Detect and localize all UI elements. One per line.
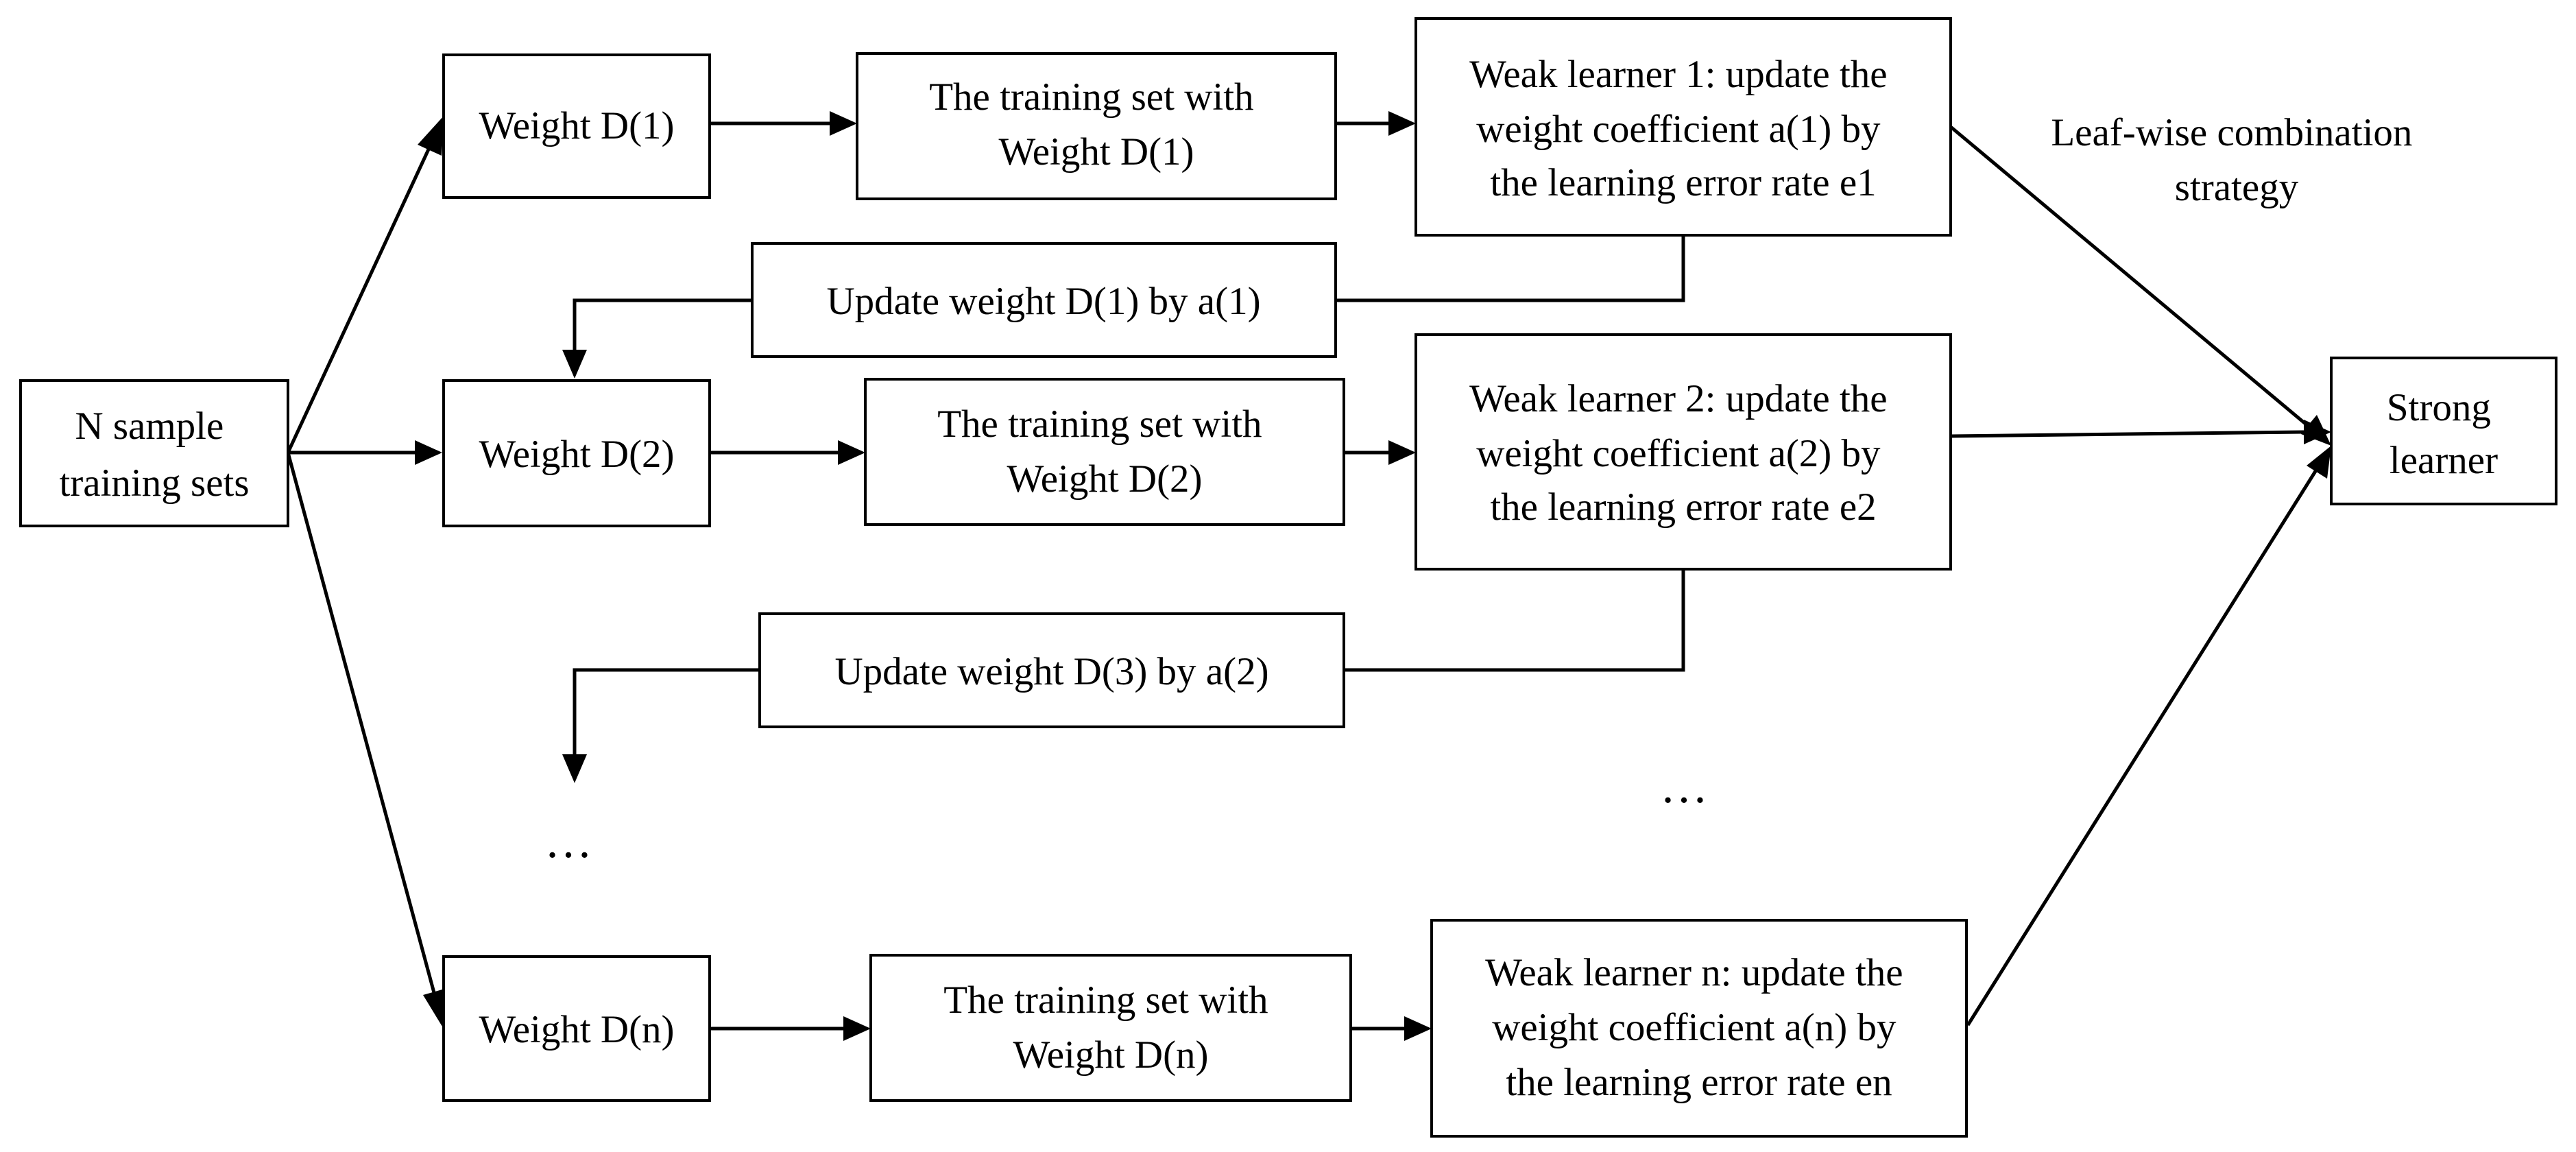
edge-weight-2-to-training-set-2 [710,440,865,465]
edge-weight-n-to-training-set-n [710,1016,871,1041]
weight-node-1-label: Weight D(1) [479,104,674,147]
training-set-node-n-label: The training set with Weight D(n) [943,979,1278,1077]
update-node-1-label: Update weight D(1) by a(1) [826,280,1260,323]
edge-training-set-1-to-weak-learner-1 [1336,111,1416,136]
edge-input-to-weight-1 [286,115,444,454]
strong-learner-node: Strong learner [2330,357,2557,505]
edge-weak-learner-2-to-update-2 [1344,569,1685,672]
ellipsis-left: … [544,815,601,868]
update-node-1: Update weight D(1) by a(1) [751,242,1337,358]
weight-node-1: Weight D(1) [442,53,711,199]
edge-update-1-to-weight-2 [562,298,752,379]
weak-learner-node-n: Weak learner n: update the weight coeffi… [1430,919,1968,1138]
weight-node-n-label: Weight D(n) [479,1008,674,1051]
weak-learner-node-n-label: Weak learner n: update the weight coeffi… [1485,951,1913,1104]
weak-learner-node-1: Weak learner 1: update the weight coeffi… [1415,17,1952,237]
edge-weak-learner-2-to-strong-learner [1950,420,2331,444]
input-node: N sample training sets [19,379,289,527]
weight-node-n: Weight D(n) [442,955,711,1102]
strong-learner-node-label: Strong learner [2387,386,2501,482]
edge-training-set-n-to-weak-learner-n [1351,1016,1432,1041]
training-set-node-1-label: The training set with Weight D(1) [929,75,1264,173]
edge-weight-1-to-training-set-1 [710,111,857,136]
edge-weak-learner-1-to-update-1 [1336,235,1685,302]
edge-input-to-weight-2 [288,440,442,465]
training-set-node-2: The training set with Weight D(2) [864,378,1345,526]
training-set-node-2-label: The training set with Weight D(2) [937,403,1272,501]
training-set-node-1: The training set with Weight D(1) [856,52,1337,200]
weak-learner-node-1-label: Weak learner 1: update the weight coeffi… [1469,53,1897,204]
ellipsis-right: … [1660,760,1716,813]
weak-learner-node-2-label: Weak learner 2: update the weight coeffi… [1469,377,1897,529]
edge-input-to-weight-n [286,452,447,1027]
edge-update-2-to-ellipsis [562,668,760,783]
weak-learner-node-2: Weak learner 2: update the weight coeffi… [1415,333,1952,571]
edge-weak-learner-n-to-strong-learner [1966,446,2331,1027]
weight-node-2-label: Weight D(2) [479,433,674,476]
training-set-node-n: The training set with Weight D(n) [869,954,1352,1102]
combination-strategy-label: Leaf-wise combination strategy [2051,111,2422,209]
edge-training-set-2-to-weak-learner-2 [1344,440,1416,465]
update-node-2-label: Update weight D(3) by a(2) [834,650,1268,693]
weight-node-2: Weight D(2) [442,379,711,527]
input-node-label: N sample training sets [59,405,249,505]
update-node-2: Update weight D(3) by a(2) [758,612,1345,728]
edges [286,111,2331,1041]
